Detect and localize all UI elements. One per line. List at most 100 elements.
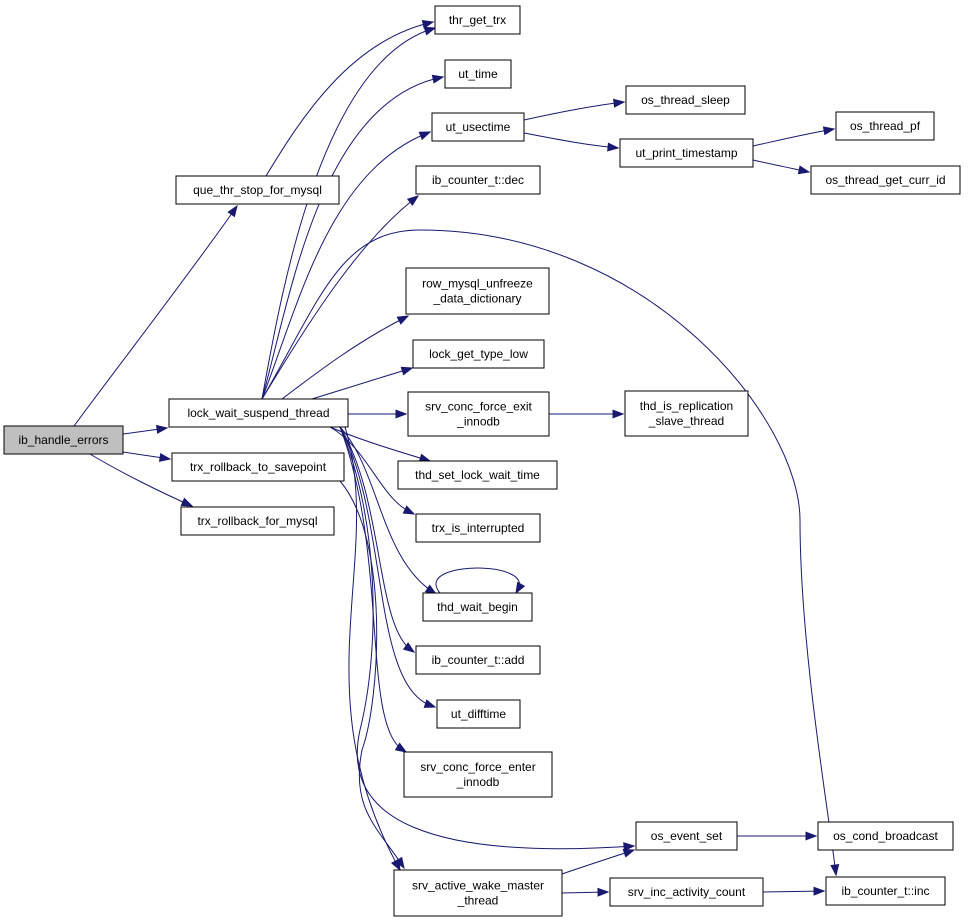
node-label-row_mysql_unfreeze_data_dictionary-line2: _data_dictionary: [432, 292, 521, 306]
node-box-srv_inc_activity_count[interactable]: [609, 877, 764, 907]
node-srv_inc_activity_count[interactable]: srv_inc_activity_count: [609, 877, 764, 907]
node-box-ib_handle_errors[interactable]: [3, 425, 124, 455]
node-ib_counter_t_add[interactable]: ib_counter_t::add: [415, 645, 541, 675]
node-label-lock_wait_suspend_thread: lock_wait_suspend_thread: [187, 406, 329, 420]
node-ut_difftime[interactable]: ut_difftime: [436, 699, 521, 729]
arrowhead-lock_wait_suspend_thread-to-ib_counter_t_inc: [830, 864, 840, 877]
node-lock_get_type_low[interactable]: lock_get_type_low: [412, 339, 545, 369]
node-label-os_event_set: os_event_set: [651, 829, 723, 843]
node-thd_is_replication_slave_thread[interactable]: thd_is_replication_slave_thread: [624, 390, 749, 437]
node-box-lock_wait_suspend_thread[interactable]: [168, 398, 349, 428]
node-srv_conc_force_enter_innodb[interactable]: srv_conc_force_enter_innodb: [403, 751, 553, 798]
node-trx_rollback_to_savepoint[interactable]: trx_rollback_to_savepoint: [171, 452, 345, 482]
node-ib_handle_errors[interactable]: ib_handle_errors: [3, 425, 124, 455]
node-label-os_cond_broadcast: os_cond_broadcast: [833, 829, 938, 843]
node-label-os_thread_sleep: os_thread_sleep: [641, 93, 730, 107]
node-os_thread_get_curr_id[interactable]: os_thread_get_curr_id: [810, 165, 961, 195]
node-label-ut_usectime: ut_usectime: [446, 120, 511, 134]
node-trx_rollback_for_mysql[interactable]: trx_rollback_for_mysql: [180, 506, 335, 536]
node-label-thr_get_trx: thr_get_trx: [449, 13, 506, 27]
node-trx_is_interrupted[interactable]: trx_is_interrupted: [415, 513, 541, 543]
node-label-thd_is_replication_slave_thread-line1: thd_is_replication: [640, 399, 733, 413]
node-ut_usectime[interactable]: ut_usectime: [431, 112, 525, 142]
arrowhead-lock_wait_suspend_thread-to-ut_time: [431, 74, 445, 84]
node-box-os_thread_get_curr_id[interactable]: [810, 165, 961, 195]
node-label-srv_conc_force_enter_innodb-line1: srv_conc_force_enter: [420, 760, 535, 774]
arrowhead-lock_wait_suspend_thread-to-srv_conc_force_enter_innodb: [394, 742, 408, 753]
arrowhead-lock_wait_suspend_thread-to-srv_conc_force_exit_innodb: [395, 409, 408, 419]
edge-lock_wait_suspend_thread-to-thr_get_trx: [261, 27, 436, 400]
node-srv_active_wake_master_thread[interactable]: srv_active_wake_master_thread: [393, 869, 563, 917]
node-box-que_thr_stop_for_mysql[interactable]: [175, 175, 340, 205]
node-os_cond_broadcast[interactable]: os_cond_broadcast: [817, 821, 954, 851]
node-box-thr_get_trx[interactable]: [434, 5, 521, 35]
node-box-os_thread_sleep[interactable]: [625, 85, 746, 115]
node-box-thd_is_replication_slave_thread[interactable]: [624, 390, 749, 437]
edge-srv_active_wake_master_thread-to-os_event_set: [561, 849, 635, 875]
edge-lock_wait_suspend_thread-to-ib_counter_t_add: [339, 426, 415, 653]
arrowhead-lock_wait_suspend_thread-to-os_event_set: [623, 842, 636, 852]
arrowhead-lock_wait_suspend_thread-to-ut_usectime: [418, 131, 432, 141]
node-label-ib_counter_t_add: ib_counter_t::add: [432, 653, 525, 667]
node-box-ut_time[interactable]: [444, 59, 512, 89]
node-box-ut_difftime[interactable]: [436, 699, 521, 729]
node-box-os_cond_broadcast[interactable]: [817, 821, 954, 851]
arrowhead-srv_active_wake_master_thread-to-srv_inc_activity_count: [597, 887, 610, 897]
node-box-thd_set_lock_wait_time[interactable]: [397, 460, 558, 490]
edge-lock_wait_suspend_thread-to-thd_wait_begin: [339, 426, 437, 595]
node-row_mysql_unfreeze_data_dictionary[interactable]: row_mysql_unfreeze_data_dictionary: [405, 267, 550, 315]
node-ut_print_timestamp[interactable]: ut_print_timestamp: [619, 138, 754, 168]
node-box-lock_get_type_low[interactable]: [412, 339, 545, 369]
arrowhead-os_event_set-to-os_cond_broadcast: [805, 831, 818, 841]
node-os_thread_pf[interactable]: os_thread_pf: [835, 111, 935, 141]
node-ib_counter_t_dec[interactable]: ib_counter_t::dec: [415, 165, 541, 195]
node-ib_counter_t_inc[interactable]: ib_counter_t::inc: [825, 876, 946, 906]
node-box-ib_counter_t_add[interactable]: [415, 645, 541, 675]
node-thd_wait_begin[interactable]: thd_wait_begin: [422, 592, 533, 622]
node-box-os_thread_pf[interactable]: [835, 111, 935, 141]
node-box-row_mysql_unfreeze_data_dictionary[interactable]: [405, 267, 550, 315]
node-que_thr_stop_for_mysql[interactable]: que_thr_stop_for_mysql: [175, 175, 340, 205]
node-srv_conc_force_exit_innodb[interactable]: srv_conc_force_exit_innodb: [407, 391, 550, 437]
node-label-os_thread_pf: os_thread_pf: [850, 119, 921, 133]
node-box-ut_usectime[interactable]: [431, 112, 525, 142]
node-box-srv_active_wake_master_thread[interactable]: [393, 869, 563, 917]
node-label-srv_active_wake_master_thread-line1: srv_active_wake_master: [412, 879, 544, 893]
node-box-os_event_set[interactable]: [635, 821, 738, 851]
node-box-ib_counter_t_inc[interactable]: [825, 876, 946, 906]
node-os_event_set[interactable]: os_event_set: [635, 821, 738, 851]
node-ut_time[interactable]: ut_time: [444, 59, 512, 89]
arrowhead-lock_wait_suspend_thread-to-trx_is_interrupted: [402, 505, 416, 515]
edge-lock_wait_suspend_thread-to-srv_conc_force_enter_innodb: [339, 426, 407, 753]
node-label-srv_conc_force_enter_innodb-line2: _innodb: [456, 775, 500, 789]
node-lock_wait_suspend_thread[interactable]: lock_wait_suspend_thread: [168, 398, 349, 428]
node-box-ut_print_timestamp[interactable]: [619, 138, 754, 168]
node-thr_get_trx[interactable]: thr_get_trx: [434, 5, 521, 35]
node-box-trx_rollback_to_savepoint[interactable]: [171, 452, 345, 482]
arrowhead-lock_wait_suspend_thread-to-thr_get_trx: [423, 26, 437, 36]
node-label-ut_time: ut_time: [458, 67, 498, 81]
edge-lock_wait_suspend_thread-to-ut_difftime: [339, 426, 436, 708]
edge-thd_wait_begin-to-thd_wait_begin: [435, 567, 520, 594]
node-box-trx_rollback_for_mysql[interactable]: [180, 506, 335, 536]
arrowhead-trx_rollback_to_savepoint-to-srv_active_wake_master_thread: [394, 856, 405, 870]
arrowhead-ib_handle_errors-to-que_thr_stop_for_mysql: [227, 204, 238, 218]
node-label-srv_inc_activity_count: srv_inc_activity_count: [628, 885, 746, 899]
node-label-lock_get_type_low: lock_get_type_low: [429, 347, 528, 361]
node-os_thread_sleep[interactable]: os_thread_sleep: [625, 85, 746, 115]
edge-lock_wait_suspend_thread-to-lock_get_type_low: [311, 367, 413, 400]
node-box-srv_conc_force_enter_innodb[interactable]: [403, 751, 553, 798]
edge-ut_usectime-to-os_thread_sleep: [523, 101, 625, 121]
node-label-srv_conc_force_exit_innodb-line2: _innodb: [456, 415, 500, 429]
node-label-que_thr_stop_for_mysql: que_thr_stop_for_mysql: [193, 183, 322, 197]
node-thd_set_lock_wait_time[interactable]: thd_set_lock_wait_time: [397, 460, 558, 490]
node-label-row_mysql_unfreeze_data_dictionary-line1: row_mysql_unfreeze: [422, 277, 533, 291]
node-box-srv_conc_force_exit_innodb[interactable]: [407, 391, 550, 437]
node-label-ut_print_timestamp: ut_print_timestamp: [635, 146, 737, 160]
node-label-thd_is_replication_slave_thread-line2: _slave_thread: [648, 414, 724, 428]
arrowhead-lock_wait_suspend_thread-to-row_mysql_unfreeze_data_dictionary: [396, 315, 410, 325]
edge-ut_print_timestamp-to-os_thread_pf: [752, 128, 835, 147]
node-box-trx_is_interrupted[interactable]: [415, 513, 541, 543]
node-box-thd_wait_begin[interactable]: [422, 592, 533, 622]
node-box-ib_counter_t_dec[interactable]: [415, 165, 541, 195]
